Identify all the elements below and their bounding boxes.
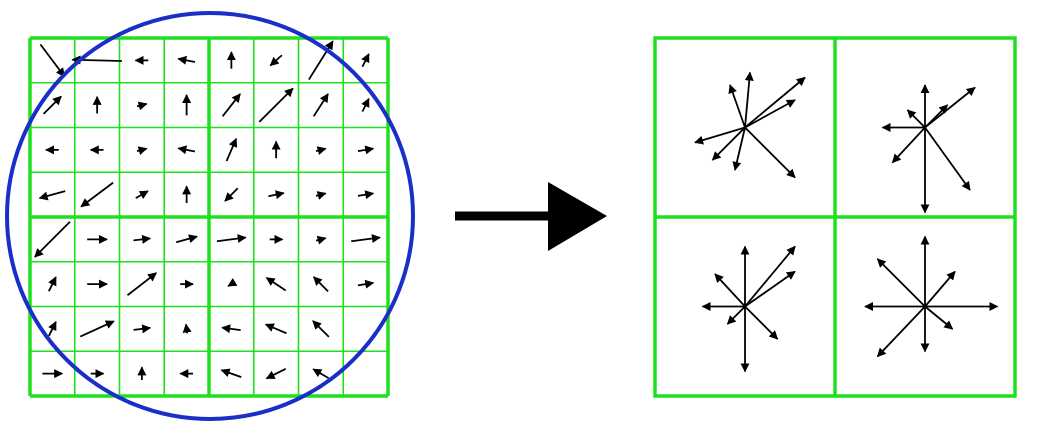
orientation-bin-arrow <box>876 258 926 308</box>
gradient-arrow <box>177 145 196 155</box>
gradient-arrow <box>34 221 71 258</box>
orientation-bin-arrow <box>726 305 746 325</box>
gradient-sample-grid <box>5 11 415 421</box>
gradient-arrow <box>315 146 327 156</box>
orientation-bin-arrow <box>694 126 746 145</box>
orientation-bin-arrow <box>744 245 796 308</box>
gradient-arrow <box>133 324 152 334</box>
gradient-arrow <box>312 368 330 379</box>
gradient-arrow <box>357 279 375 289</box>
gradient-arrow <box>258 87 294 123</box>
gradient-arrow <box>135 190 149 200</box>
gradient-arrow <box>312 320 330 338</box>
orientation-bin-arrow <box>924 104 949 129</box>
gradient-arrow <box>308 40 334 81</box>
flow-arrow-head <box>548 182 607 251</box>
orientation-bin-arrow <box>876 305 926 358</box>
orientation-histogram <box>881 84 976 214</box>
orientation-histogram <box>694 71 806 179</box>
orientation-bin-arrow <box>924 86 976 129</box>
gradient-arrow <box>175 234 198 244</box>
gradient-arrow <box>39 43 66 78</box>
gradient-arrow <box>225 137 238 162</box>
histogram-stars <box>694 71 999 373</box>
gradient-arrow <box>177 55 196 65</box>
gradient-arrow <box>216 234 247 243</box>
gradient-arrow <box>268 190 285 200</box>
gradient-arrow <box>351 234 381 243</box>
gradient-arrow <box>48 276 57 292</box>
gradient-arrow <box>315 191 327 200</box>
orientation-bin-arrow <box>924 305 954 330</box>
gradient-grid-lines <box>28 36 390 398</box>
gradient-arrow <box>133 234 152 244</box>
histogram-grid-lines <box>653 36 1017 398</box>
orientation-bin-arrow <box>711 126 746 161</box>
gradient-arrow <box>79 320 115 338</box>
orientation-bin-arrow <box>924 270 956 308</box>
gradient-arrow <box>313 276 329 292</box>
gradient-arrow <box>361 97 370 112</box>
gradient-arrow <box>136 101 148 111</box>
orientation-bin-arrow <box>744 76 806 129</box>
gradient-arrow <box>227 278 238 287</box>
gradient-arrow <box>357 145 375 155</box>
gradient-arrow <box>265 368 287 380</box>
orientation-bin-arrow <box>906 109 926 129</box>
gradient-arrow <box>38 190 66 201</box>
orientation-bin-arrow <box>744 71 754 128</box>
gradient-arrow <box>357 190 375 200</box>
gradient-arrow <box>264 323 287 335</box>
gradient-arrow <box>42 95 62 115</box>
orientation-histogram <box>701 245 796 373</box>
gradient-arrow <box>221 93 241 117</box>
flow-arrow <box>455 182 607 251</box>
orientation-bin-arrow <box>714 273 746 308</box>
orientation-bin-arrow <box>891 126 926 164</box>
gradient-arrow <box>220 368 242 378</box>
gradient-arrow <box>48 321 57 337</box>
gradient-arrow <box>312 93 329 117</box>
gradient-arrow <box>315 235 327 245</box>
gradient-arrow <box>361 53 370 68</box>
gaussian-window-circle <box>5 11 415 421</box>
gradient-arrow <box>182 323 192 334</box>
orientation-bin-arrow <box>924 126 971 191</box>
orientation-histogram <box>864 235 999 358</box>
gradient-arrow <box>224 187 239 202</box>
orientation-bin-arrow <box>728 84 746 128</box>
orientation-bin-arrow <box>744 270 796 308</box>
gradient-arrow <box>80 181 114 208</box>
gradient-arrow <box>221 324 241 334</box>
gradient-arrow <box>136 146 148 156</box>
orientation-bin-arrow <box>744 305 779 340</box>
orientation-bin-arrow <box>744 99 796 129</box>
orientation-bin-arrow <box>732 127 746 171</box>
gradient-arrow <box>265 276 287 292</box>
orientation-bin-arrow <box>744 126 796 179</box>
gradient-arrow <box>126 272 157 297</box>
orientation-histogram-grid <box>653 36 1017 398</box>
gradient-arrow <box>269 54 283 67</box>
